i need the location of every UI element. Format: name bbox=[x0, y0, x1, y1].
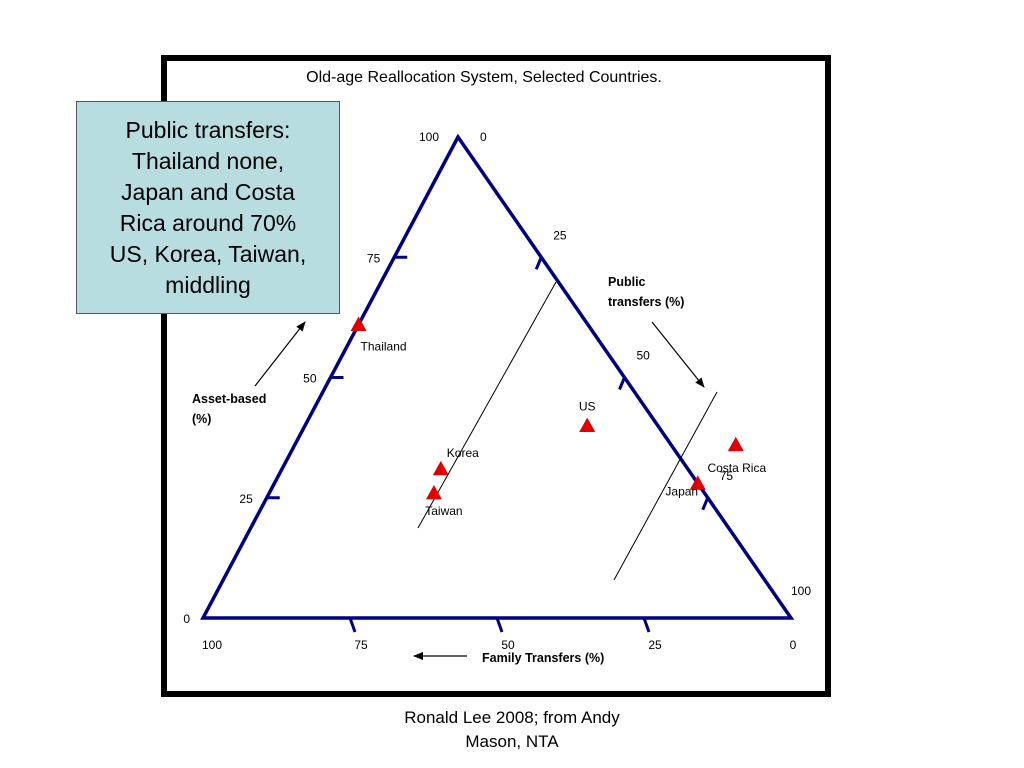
family-tick-label: 50 bbox=[501, 638, 515, 652]
callout-box: Public transfers: Thailand none, Japan a… bbox=[76, 101, 340, 314]
data-point-label: Costa Rica bbox=[707, 461, 766, 475]
data-point-marker bbox=[579, 417, 596, 432]
asset-tick-label: 50 bbox=[303, 372, 317, 386]
data-point-label: Taiwan bbox=[425, 504, 462, 518]
public-tick-label: 75 bbox=[720, 469, 734, 483]
data-point-label: US bbox=[579, 400, 596, 414]
family-tick-label: 75 bbox=[354, 638, 368, 652]
data-point-marker bbox=[689, 475, 706, 490]
public-tick-mark bbox=[534, 256, 543, 270]
asset-direction-arrow bbox=[254, 321, 306, 387]
asset-axis-title: Asset-based bbox=[192, 392, 266, 406]
family-tick-mark bbox=[642, 617, 651, 633]
public-direction-arrow bbox=[651, 321, 705, 388]
public-tick-label: 25 bbox=[553, 228, 567, 242]
family-tick-label: 0 bbox=[790, 638, 797, 652]
chart-title: Old-age Reallocation System, Selected Co… bbox=[306, 69, 662, 86]
data-point-marker bbox=[727, 436, 744, 452]
public-tick-label: 0 bbox=[480, 130, 487, 144]
data-point-label: Thailand bbox=[361, 340, 407, 354]
data-point-label: Japan bbox=[665, 484, 698, 498]
public-tick-mark bbox=[701, 497, 710, 511]
asset-tick-label: 75 bbox=[367, 251, 381, 265]
family-tick-label: 100 bbox=[202, 638, 222, 652]
asset-tick-label: 0 bbox=[183, 612, 190, 626]
public-axis-title: Public bbox=[608, 275, 646, 289]
public-axis-title: transfers (%) bbox=[608, 295, 684, 309]
family-tick-mark bbox=[495, 617, 504, 633]
asset-tick-label: 100 bbox=[419, 130, 439, 144]
public-tick-mark bbox=[618, 376, 626, 391]
family-axis-title: Family Transfers (%) bbox=[482, 651, 604, 665]
public-tick-label: 100 bbox=[791, 584, 811, 598]
family-tick-mark bbox=[348, 617, 357, 633]
data-point-marker bbox=[425, 484, 442, 500]
guide-line bbox=[417, 281, 557, 529]
guide-line bbox=[613, 391, 718, 581]
public-tick-label: 50 bbox=[637, 349, 651, 363]
data-point-marker bbox=[432, 460, 449, 476]
asset-axis-title: (%) bbox=[192, 412, 211, 426]
source-caption: Ronald Lee 2008; from Andy Mason, NTA bbox=[404, 708, 620, 751]
asset-tick-label: 25 bbox=[239, 492, 253, 506]
data-point-label: Korea bbox=[447, 446, 479, 460]
data-point-marker bbox=[350, 316, 367, 331]
family-tick-label: 25 bbox=[648, 638, 662, 652]
